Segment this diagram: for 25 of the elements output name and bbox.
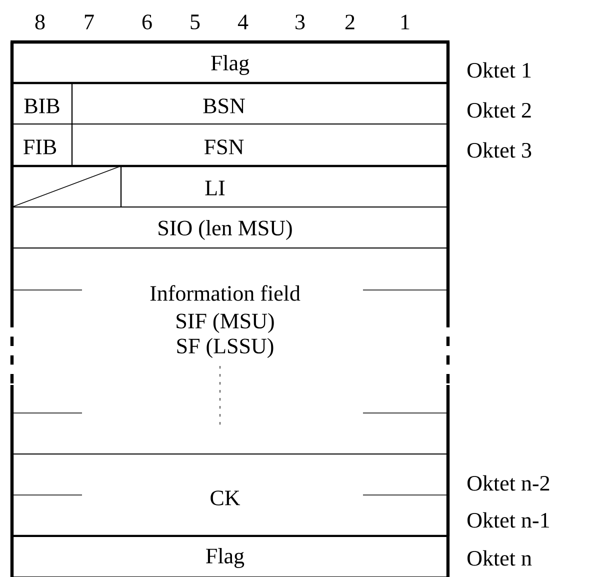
field-cell: Flag	[10, 535, 450, 577]
bit-number: 8	[35, 14, 45, 30]
field-cell: FSN	[71, 123, 450, 168]
field-cell: BSN	[71, 82, 450, 125]
field-cell: SIO (len MSU)	[10, 206, 450, 249]
octet-label: Oktet n-2	[468, 475, 550, 491]
bit-number: 4	[238, 14, 248, 30]
octet-label: Oktet n-1	[468, 512, 549, 528]
field-cell: FIB	[10, 123, 73, 168]
field-cell: Information field SIF (MSU) SF (LSSU)	[10, 246, 450, 456]
octet-label: Oktet 2	[468, 102, 531, 118]
octet-label: Oktet 1	[468, 62, 531, 78]
octet-label: Oktet 3	[468, 142, 532, 158]
bit-number: 2	[345, 14, 354, 30]
octet-label: Oktet n	[468, 550, 532, 566]
field-cell: LI	[120, 165, 450, 208]
slash-cell	[10, 165, 122, 208]
bit-number: 3	[296, 14, 305, 30]
bit-number: 7	[84, 14, 94, 30]
bit-number: 5	[190, 14, 200, 30]
field-cell: Flag	[10, 40, 450, 84]
field-cell: CK	[10, 453, 450, 538]
bit-number: 1	[401, 14, 410, 30]
field-cell: BIB	[10, 82, 73, 125]
bit-number: 6	[142, 14, 152, 30]
